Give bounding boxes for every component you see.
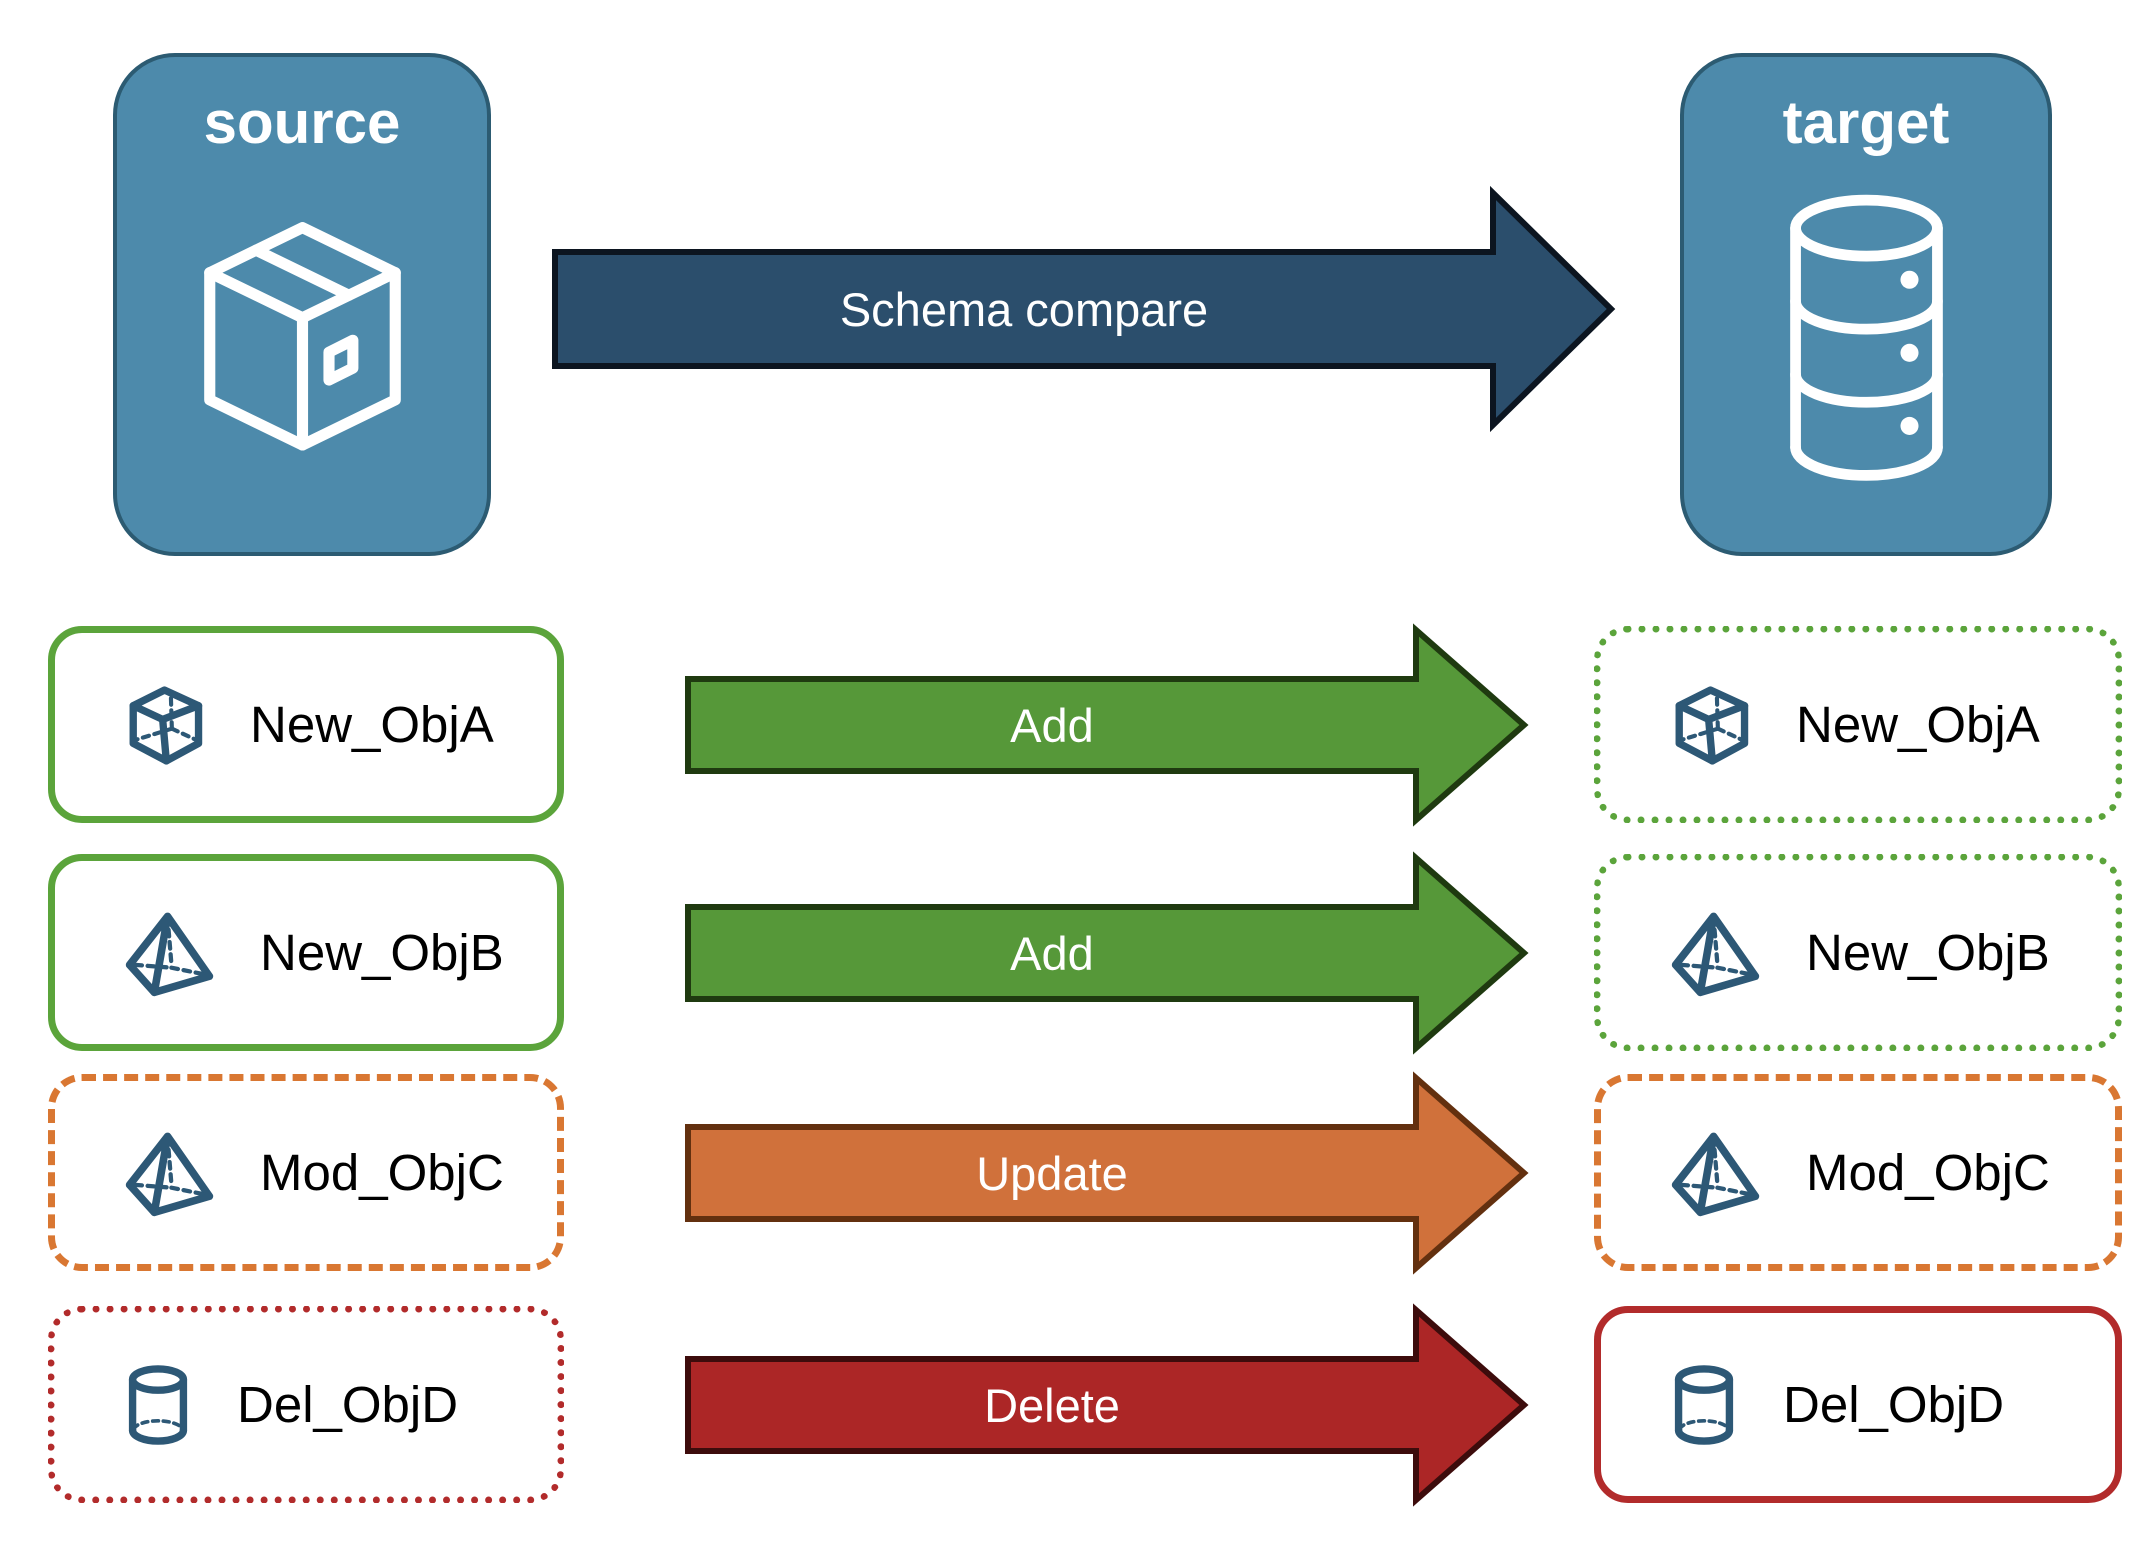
database-icon [1789, 194, 1943, 481]
package-3d-icon [203, 222, 401, 451]
cylinder-icon [128, 1364, 188, 1445]
add-arrow-row1: Add [685, 623, 1529, 827]
cylinder-icon [1674, 1364, 1734, 1445]
object-label: New_ObjB [260, 924, 504, 981]
add-arrow-label: Add [1010, 698, 1094, 752]
target-object-del-objd: Del_ObjD [1594, 1306, 2122, 1503]
target-title: target [1782, 89, 1950, 156]
add-arrow-label: Add [1010, 926, 1094, 980]
pyramid-icon [1671, 912, 1760, 997]
pyramid-icon [125, 912, 214, 997]
object-label: Mod_ObjC [1806, 1144, 2050, 1201]
pyramid-icon [125, 1132, 214, 1217]
delete-arrow: Delete [685, 1303, 1529, 1507]
object-label: Del_ObjD [1783, 1376, 2005, 1433]
source-box: source [113, 53, 491, 556]
source-object-new-objb: New_ObjB [48, 854, 564, 1051]
delete-arrow-label: Delete [984, 1378, 1120, 1432]
target-object-new-obja: New_ObjA [1594, 626, 2122, 823]
add-arrow-row2: Add [685, 851, 1529, 1055]
target-box: target [1680, 53, 2052, 556]
source-object-new-obja: New_ObjA [48, 626, 564, 823]
schema-compare-arrow: Schema compare [552, 185, 1616, 433]
schema-compare-arrow-shape [552, 185, 1616, 433]
target-object-new-objb: New_ObjB [1594, 854, 2122, 1051]
add-arrow-shape [685, 851, 1529, 1055]
source-title: source [203, 89, 401, 156]
cube-icon [129, 685, 203, 765]
update-arrow: Update [685, 1071, 1529, 1275]
object-label: New_ObjA [250, 696, 494, 753]
object-label: New_ObjA [1796, 696, 2040, 753]
update-arrow-label: Update [976, 1146, 1128, 1200]
source-object-del-objd: Del_ObjD [48, 1306, 564, 1503]
object-label: New_ObjB [1806, 924, 2050, 981]
schema-compare-label: Schema compare [839, 282, 1209, 336]
object-label: Mod_ObjC [260, 1144, 504, 1201]
update-arrow-shape [685, 1071, 1529, 1275]
source-object-mod-objc: Mod_ObjC [48, 1074, 564, 1271]
object-label: Del_ObjD [237, 1376, 459, 1433]
delete-arrow-shape [685, 1303, 1529, 1507]
target-object-mod-objc: Mod_ObjC [1594, 1074, 2122, 1271]
add-arrow-shape [685, 623, 1529, 827]
pyramid-icon [1671, 1132, 1760, 1217]
cube-icon [1675, 685, 1749, 765]
